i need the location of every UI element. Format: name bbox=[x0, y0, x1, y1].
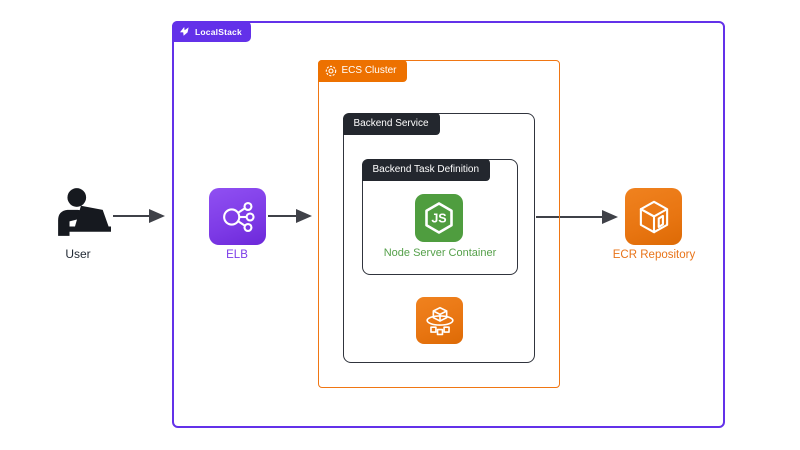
backend-task-definition-label: Backend Task Definition bbox=[372, 164, 480, 175]
localstack-logo-icon bbox=[180, 27, 189, 36]
ecs-service-icon bbox=[425, 306, 454, 335]
ecr-node bbox=[625, 188, 682, 245]
localstack-label: LocalStack bbox=[195, 26, 242, 37]
backend-service-badge: Backend Service bbox=[342, 112, 440, 135]
node-container-node: JS bbox=[415, 194, 463, 242]
node-container-label: Node Server Container bbox=[383, 247, 497, 259]
user-label: User bbox=[65, 247, 91, 261]
elb-label: ELB bbox=[226, 249, 248, 261]
ecs-cluster-icon bbox=[325, 65, 336, 76]
user-icon bbox=[58, 188, 111, 236]
elb-icon bbox=[222, 201, 255, 232]
elb-node bbox=[209, 188, 266, 245]
backend-service-label: Backend Service bbox=[353, 118, 429, 129]
backend-task-definition-badge: Backend Task Definition bbox=[361, 158, 491, 181]
ecr-icon bbox=[639, 200, 668, 233]
nodejs-icon: JS bbox=[425, 202, 453, 234]
backend-task-definition-boundary: Backend Task Definition bbox=[361, 158, 518, 275]
ecs-cluster-label: ECS Cluster bbox=[341, 65, 397, 76]
ecs-cluster-badge: ECS Cluster bbox=[317, 59, 407, 82]
localstack-boundary: LocalStack bbox=[172, 21, 725, 428]
ecr-label: ECR Repository bbox=[612, 249, 696, 261]
localstack-badge: LocalStack bbox=[172, 21, 251, 42]
ecs-cluster-boundary: ECS Cluster bbox=[317, 59, 560, 388]
ecs-service-node bbox=[416, 297, 463, 344]
backend-service-boundary: Backend Service bbox=[342, 112, 535, 363]
svg-text:JS: JS bbox=[431, 212, 446, 226]
